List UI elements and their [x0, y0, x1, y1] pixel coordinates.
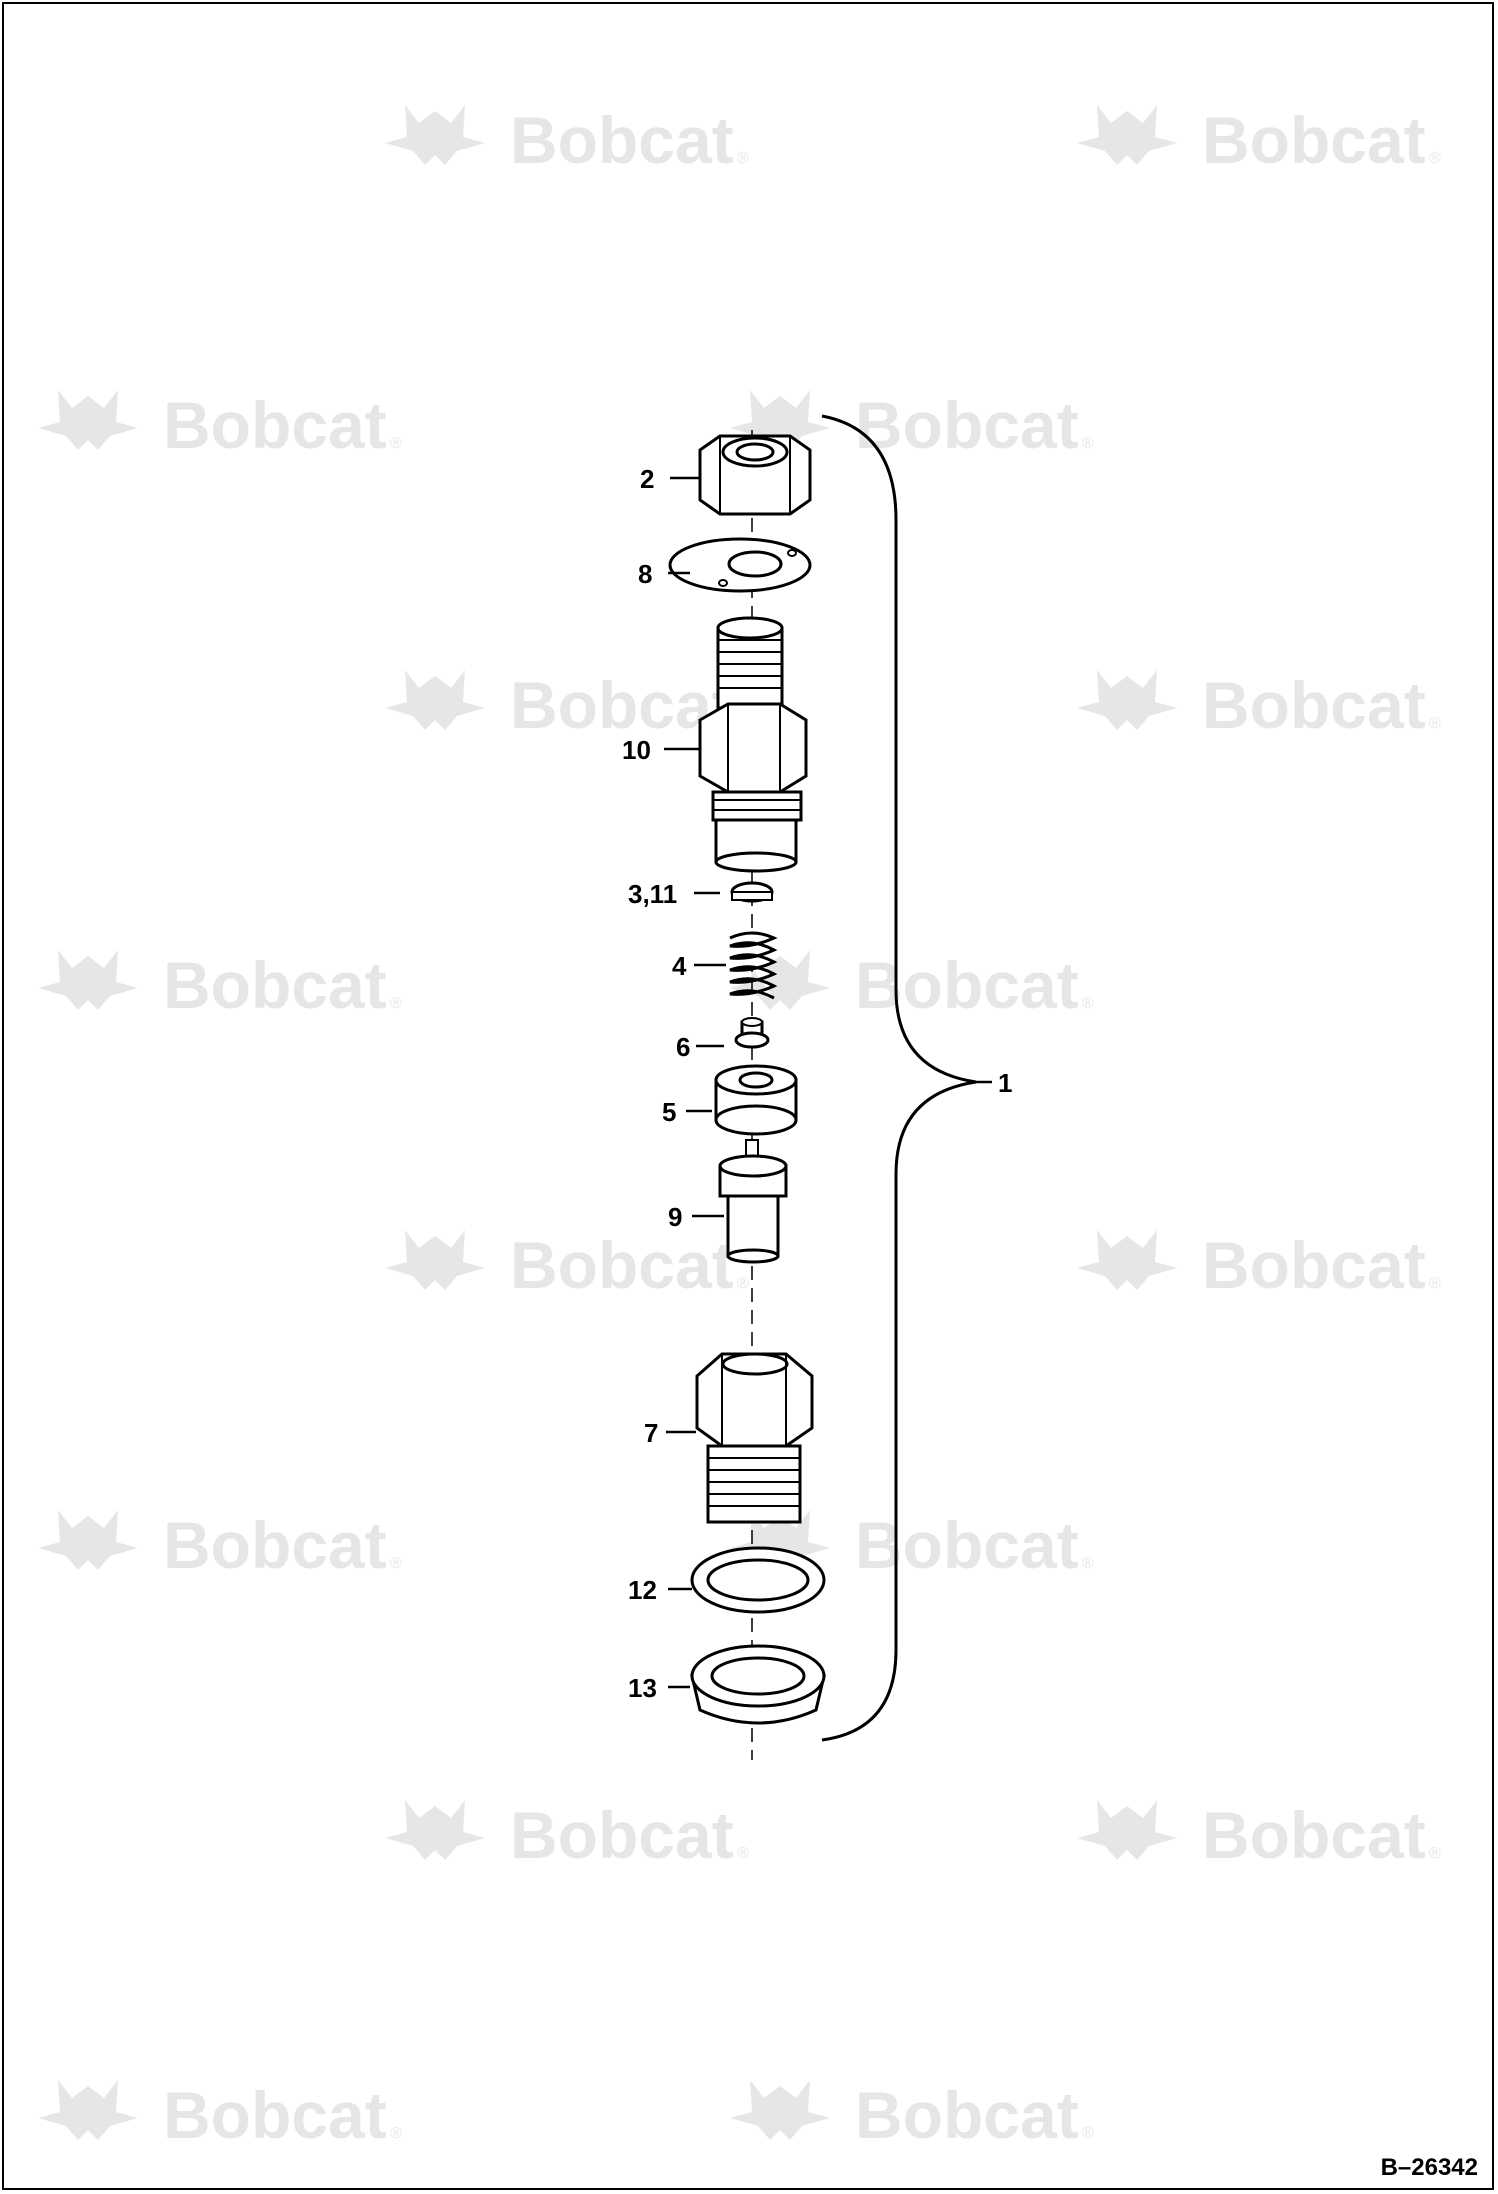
watermark-registered-mark: ® [1429, 715, 1441, 732]
watermark-brand-text: Bobcat [1202, 1798, 1426, 1872]
watermark-registered-mark: ® [1082, 435, 1094, 452]
assembly-brace [821, 414, 977, 1742]
watermark-brand-text: Bobcat [163, 948, 387, 1022]
watermark-registered-mark: ® [1429, 1845, 1441, 1862]
watermark-brand-text: Bobcat [163, 1508, 387, 1582]
watermark-registered-mark: ® [1082, 2125, 1094, 2142]
watermark-brand-text: Bobcat [855, 948, 1079, 1022]
bobcat-head-logo-icon [38, 390, 138, 450]
watermark-registered-mark: ® [737, 1845, 749, 1862]
watermark-brand-text: Bobcat [510, 1798, 734, 1872]
watermark-brand-text: Bobcat [855, 1508, 1079, 1582]
watermark-registered-mark: ® [1082, 1555, 1094, 1572]
callout-1-assembly: 1 [998, 1068, 1012, 1098]
bobcat-head-logo-icon [38, 2080, 138, 2140]
callout-7: 7 [644, 1418, 658, 1448]
watermark-registered-mark: ® [390, 435, 402, 452]
leader-lines [664, 476, 726, 1689]
bobcat-watermark: Bobcat® [385, 668, 749, 742]
watermark-registered-mark: ® [390, 1555, 402, 1572]
part-4-spring[interactable] [729, 931, 778, 1000]
bobcat-watermark: Bobcat® [38, 1508, 402, 1582]
watermark-brand-text: Bobcat [510, 103, 734, 177]
bobcat-watermark: Bobcat® [38, 948, 402, 1022]
watermark-brand-text: Bobcat [1202, 668, 1426, 742]
part-7-retaining-nut[interactable] [695, 1352, 814, 1524]
watermark-brand-text: Bobcat [510, 1228, 734, 1302]
bobcat-head-logo-icon [385, 1800, 485, 1860]
part-12-seal-ring[interactable] [690, 1546, 826, 1614]
part-9-nozzle[interactable] [718, 1139, 788, 1264]
part-10-nozzle-holder[interactable] [698, 616, 808, 873]
watermark-registered-mark: ® [390, 2125, 402, 2142]
bobcat-head-logo-icon [38, 950, 138, 1010]
watermark-brand-text: Bobcat [163, 388, 387, 462]
bobcat-watermark: Bobcat® [730, 2078, 1094, 2152]
bobcat-watermark: Bobcat® [385, 103, 749, 177]
watermark-brand-text: Bobcat [855, 388, 1079, 462]
bobcat-watermark: Bobcat® [730, 1508, 1094, 1582]
watermark-registered-mark: ® [737, 1275, 749, 1292]
part-3-11-shim[interactable] [730, 881, 774, 903]
bobcat-watermark: Bobcat® [1077, 1798, 1441, 1872]
watermark-registered-mark: ® [737, 150, 749, 167]
callout-3-11: 3,11 [628, 879, 677, 909]
part-8-washer[interactable] [668, 537, 812, 593]
bobcat-head-logo-icon [1077, 670, 1177, 730]
part-6-spring-seat[interactable] [734, 1017, 770, 1049]
watermark-registered-mark: ® [1429, 1275, 1441, 1292]
callout-8: 8 [638, 559, 652, 589]
callout-13: 13 [628, 1673, 657, 1703]
figure-number: B–26342 [1380, 2154, 1478, 2181]
callout-6: 6 [676, 1032, 690, 1062]
watermark-brand-text: Bobcat [855, 2078, 1079, 2152]
watermark-brand-text: Bobcat [510, 668, 734, 742]
watermark-layer: Bobcat®Bobcat®Bobcat®Bobcat®Bobcat®Bobca… [38, 103, 1441, 2152]
bobcat-watermark: Bobcat® [1077, 668, 1441, 742]
bobcat-head-logo-icon [1077, 1800, 1177, 1860]
bobcat-watermark: Bobcat® [385, 1798, 749, 1872]
watermark-registered-mark: ® [1082, 995, 1094, 1012]
bobcat-head-logo-icon [1077, 1230, 1177, 1290]
callout-10: 10 [622, 735, 651, 765]
callout-2: 2 [640, 464, 654, 494]
bobcat-head-logo-icon [38, 1510, 138, 1570]
bobcat-watermark: Bobcat® [1077, 103, 1441, 177]
watermark-brand-text: Bobcat [1202, 103, 1426, 177]
part-13-heat-shield[interactable] [690, 1644, 826, 1725]
bobcat-head-logo-icon [385, 105, 485, 165]
bobcat-head-logo-icon [385, 670, 485, 730]
part-2-hex-nut[interactable] [698, 434, 812, 516]
bobcat-head-logo-icon [730, 2080, 830, 2140]
bobcat-watermark: Bobcat® [385, 1228, 749, 1302]
bobcat-watermark: Bobcat® [38, 388, 402, 462]
bobcat-head-logo-icon [385, 1230, 485, 1290]
callout-12: 12 [628, 1575, 657, 1605]
bobcat-watermark: Bobcat® [730, 948, 1094, 1022]
bobcat-head-logo-icon [1077, 105, 1177, 165]
watermark-brand-text: Bobcat [163, 2078, 387, 2152]
callout-5: 5 [662, 1097, 676, 1127]
bobcat-watermark: Bobcat® [38, 2078, 402, 2152]
callout-4: 4 [672, 951, 687, 981]
callout-9: 9 [668, 1202, 682, 1232]
part-5-spacer[interactable] [714, 1064, 798, 1136]
bobcat-watermark: Bobcat® [1077, 1228, 1441, 1302]
watermark-registered-mark: ® [390, 995, 402, 1012]
watermark-brand-text: Bobcat [1202, 1228, 1426, 1302]
watermark-registered-mark: ® [1429, 150, 1441, 167]
